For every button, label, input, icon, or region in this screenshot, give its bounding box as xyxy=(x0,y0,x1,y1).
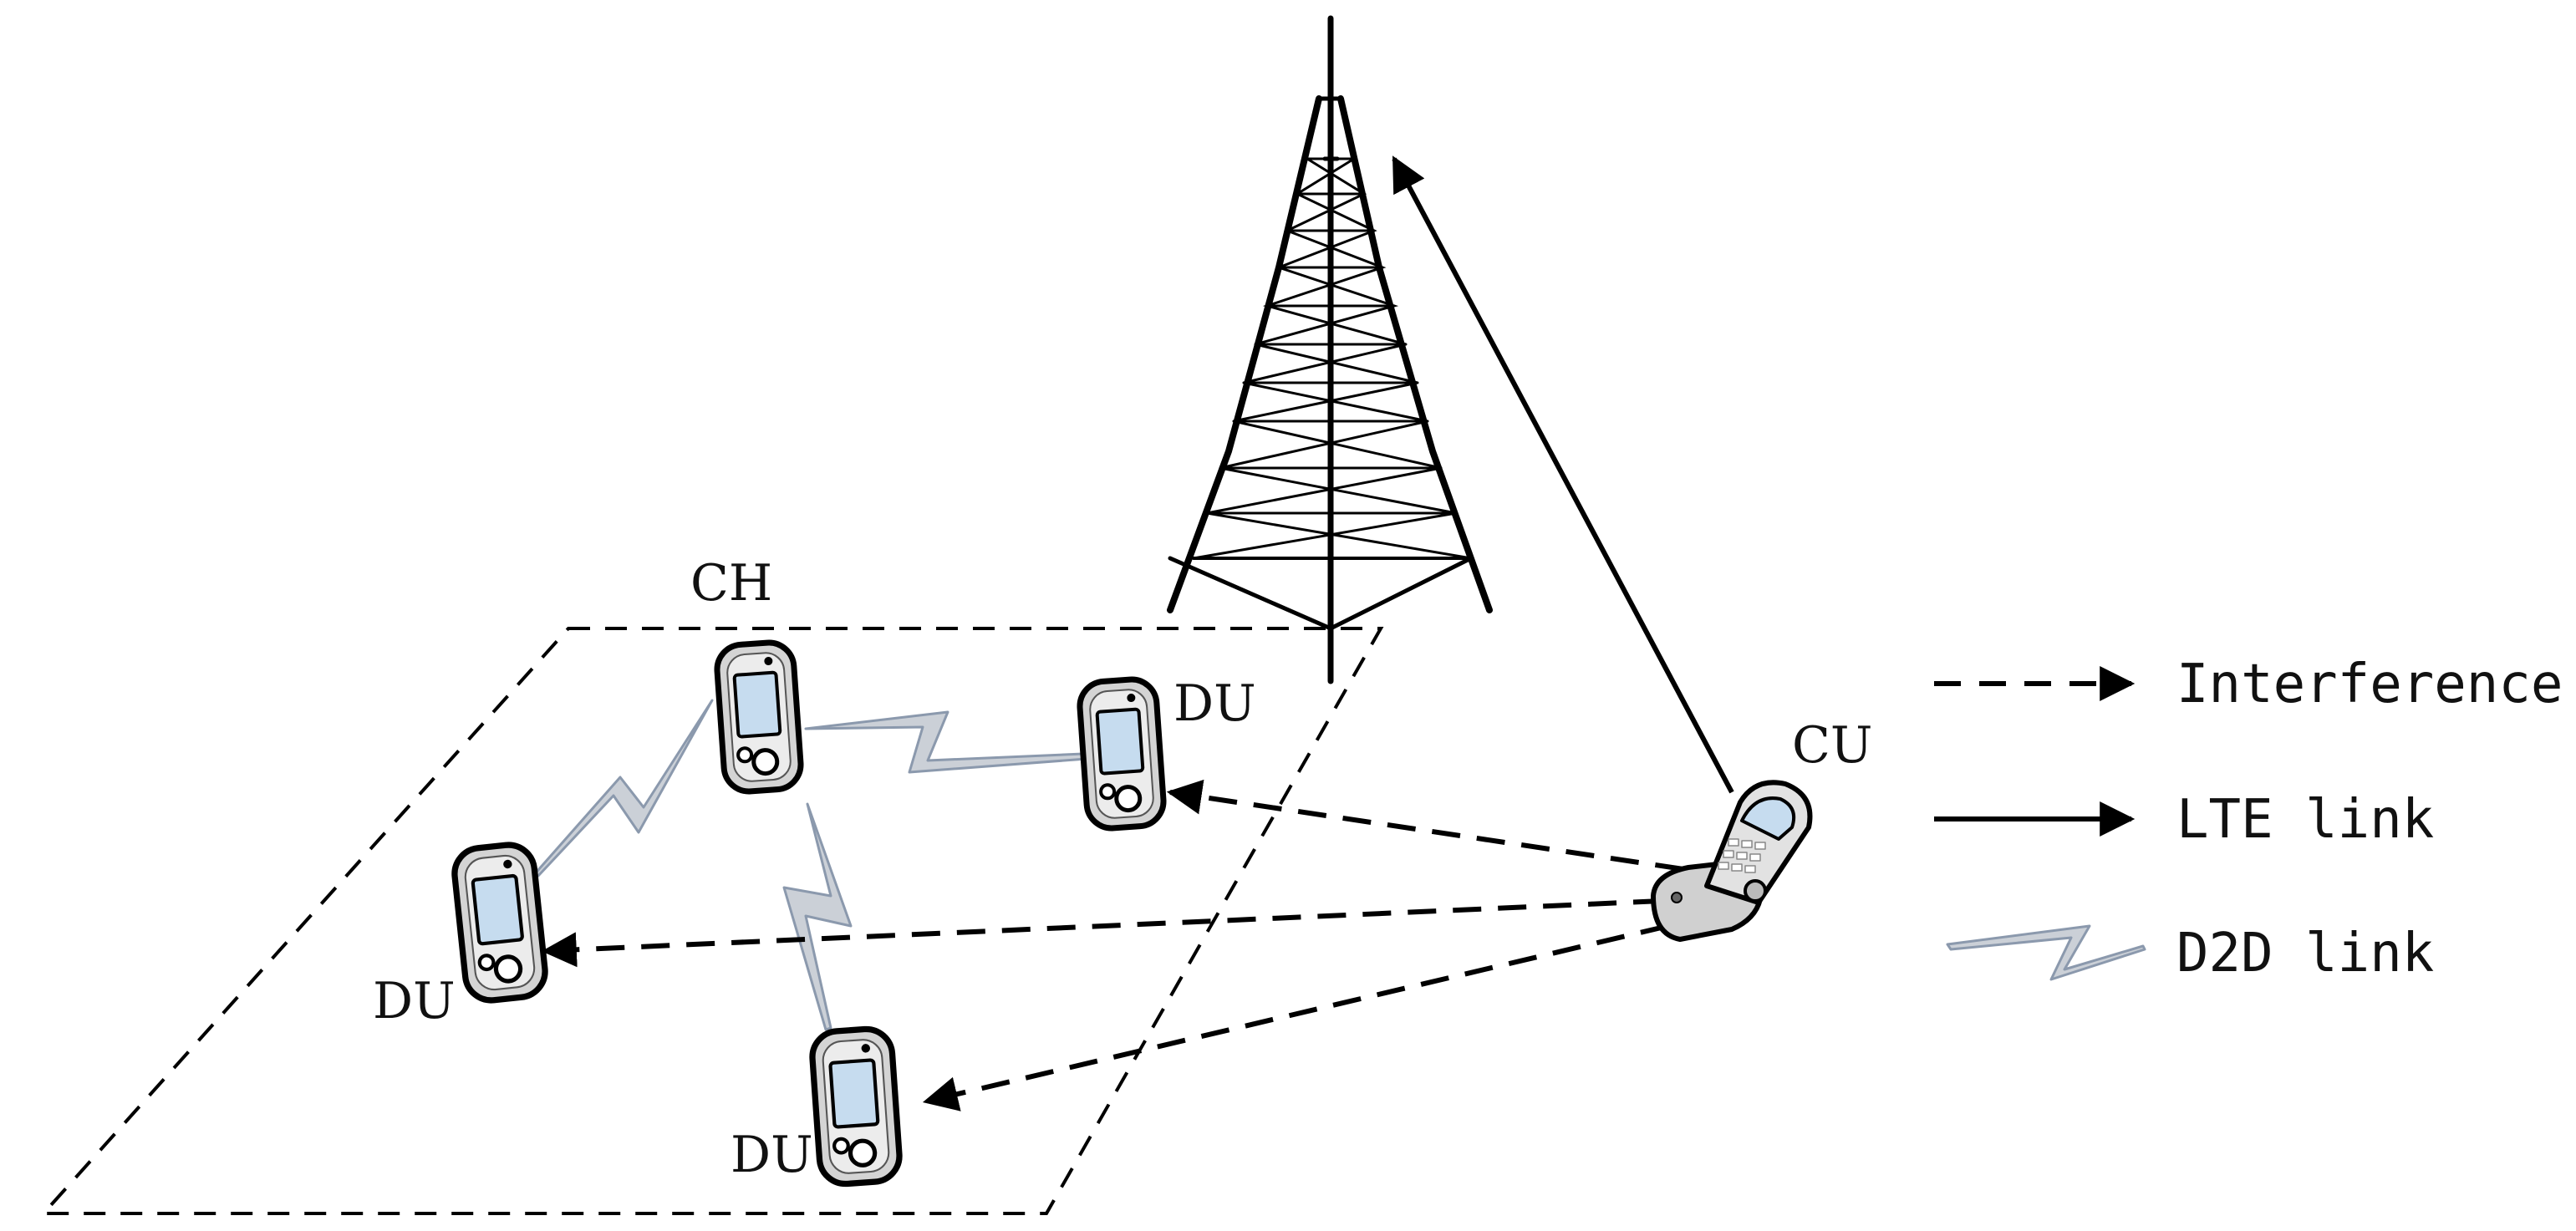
cluster-area xyxy=(39,627,1384,1215)
du-bottom-label: DU xyxy=(731,1126,813,1184)
d2d-links xyxy=(530,699,1088,1031)
du-top-right-label: DU xyxy=(1173,674,1256,733)
interference-to-du-left xyxy=(541,898,1662,968)
d2d-link-ch-du-bottom xyxy=(782,802,853,1031)
cu-phone-icon xyxy=(1651,780,1813,942)
legend-d2d-label: D2D link xyxy=(2176,923,2434,984)
legend-lte-label: LTE link xyxy=(2176,789,2434,851)
d2d-link-ch-du-right xyxy=(804,710,1088,774)
interference-to-du-top-right xyxy=(1166,779,1684,872)
du-left-label: DU xyxy=(373,972,456,1030)
ch-device-icon xyxy=(715,641,802,793)
interference-links xyxy=(541,779,1684,1111)
du-left-device-icon xyxy=(452,842,547,1003)
legend: Interference LTE link D2D link xyxy=(1934,654,2563,984)
cu-label: CU xyxy=(1792,716,1872,775)
legend-interference-label: Interference xyxy=(2176,654,2563,715)
du-top-right-device-icon xyxy=(1078,678,1165,830)
lte-link-arrow xyxy=(1392,155,1734,794)
d2d-link-ch-du-left xyxy=(530,699,714,879)
interference-to-du-bottom xyxy=(922,923,1669,1111)
ch-label: CH xyxy=(690,554,772,613)
legend-d2d-swatch xyxy=(1946,924,2146,981)
base-station-tower xyxy=(1167,15,1493,684)
du-bottom-device-icon xyxy=(811,1027,901,1185)
